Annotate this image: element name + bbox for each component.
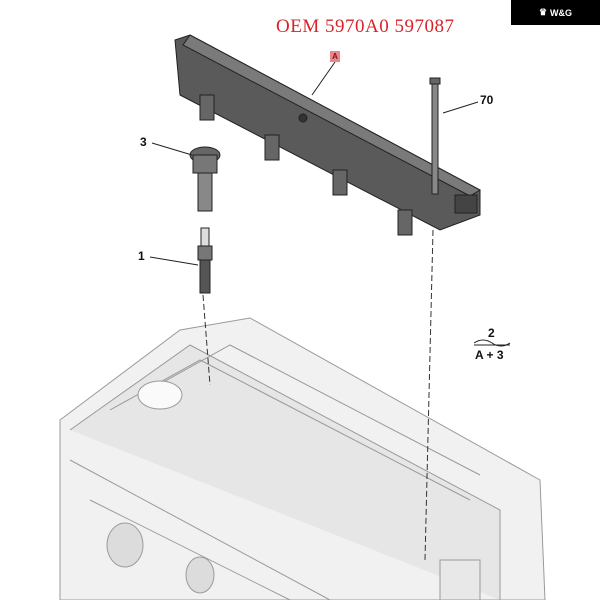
callout-3: 3 <box>140 135 147 149</box>
leader-lines <box>149 61 510 346</box>
cylinder-head <box>59 317 546 600</box>
guide-lines <box>202 229 434 561</box>
callout-2: 2 <box>488 326 495 340</box>
ignition-coil-rail <box>174 34 482 236</box>
callout-70: 70 <box>480 93 494 107</box>
spark-plug <box>197 227 213 294</box>
callout-a-plus-3: A + 3 <box>475 348 504 362</box>
oem-part-numbers: OEM 5970A0 597087 <box>276 16 455 37</box>
coil-boot <box>189 146 221 212</box>
tilde-mark <box>473 339 511 347</box>
callout-badge-a: A <box>330 51 340 62</box>
brand-logo: ♛ W&G <box>511 0 600 25</box>
crown-icon: ♛ <box>538 7 548 17</box>
bolt <box>429 77 441 195</box>
callout-1: 1 <box>138 249 145 263</box>
